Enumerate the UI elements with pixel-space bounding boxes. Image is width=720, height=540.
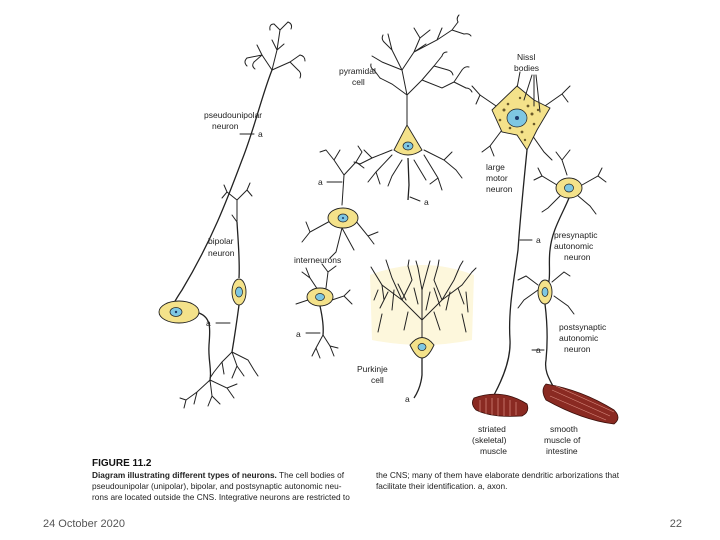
caption-line-1-rest: The cell bodies of — [277, 470, 345, 480]
postsynaptic-autonomic-neuron — [517, 271, 575, 389]
label-postsynaptic-3: neuron — [564, 344, 591, 354]
purkinje-cell — [370, 259, 477, 399]
smooth-muscle — [542, 383, 619, 425]
neuron-types-figure: pseudounipolar neuron a bipolar neuron a… — [62, 0, 682, 506]
pyramidal-cell — [353, 14, 473, 201]
label-postsynaptic-1: postsynaptic — [559, 322, 607, 332]
label-smooth-2: muscle of — [544, 435, 581, 445]
label-pseudounipolar-2: neuron — [212, 121, 239, 131]
interneuron-upper — [301, 145, 379, 259]
label-smooth-3: intestine — [546, 446, 578, 456]
caption-line-5: facilitate their identification. a, axon… — [376, 481, 507, 491]
label-bipolar-2: neuron — [208, 248, 235, 258]
label-presynaptic-2: autonomic — [554, 241, 594, 251]
label-interneurons: interneurons — [294, 255, 341, 265]
label-bipolar-1: bipolar — [208, 236, 234, 246]
label-axon-interneuron-lower: a — [296, 329, 301, 339]
label-axon-pseudounipolar: a — [258, 129, 263, 139]
pseudounipolar-neuron — [158, 21, 306, 409]
label-presynaptic-1: presynaptic — [554, 230, 598, 240]
striated-muscle — [472, 393, 529, 417]
label-pyramidal-2: cell — [352, 77, 365, 87]
label-axon-bipolar: a — [206, 318, 211, 328]
label-postsynaptic-2: autonomic — [559, 333, 599, 343]
label-large-motor-3: neuron — [486, 184, 513, 194]
label-pyramidal-1: pyramidal — [339, 66, 376, 76]
caption-line-2: pseudounipolar (unipolar), bipolar, and … — [92, 481, 342, 491]
label-presynaptic-3: neuron — [564, 252, 591, 262]
bipolar-neuron — [209, 182, 259, 379]
label-nissl-1: Nissl — [517, 52, 536, 62]
slide-page-number: 22 — [669, 518, 682, 530]
label-smooth-1: smooth — [550, 424, 578, 434]
label-large-motor-1: large — [486, 162, 505, 172]
label-axon-motor: a — [536, 235, 541, 245]
large-motor-neuron — [471, 71, 571, 396]
label-axon-interneuron: a — [318, 177, 323, 187]
label-purkinje-2: cell — [371, 375, 384, 385]
label-purkinje-1: Purkinje — [357, 364, 388, 374]
presynaptic-autonomic-neuron — [533, 149, 607, 291]
label-axon-postsynaptic: a — [536, 345, 541, 355]
label-pseudounipolar-1: pseudounipolar — [204, 110, 262, 120]
label-striated-3: muscle — [480, 446, 507, 456]
label-axon-purkinje: a — [405, 394, 410, 404]
interneuron-lower — [295, 263, 353, 359]
label-large-motor-2: motor — [486, 173, 508, 183]
caption-line-3: rons are located outside the CNS. Integr… — [92, 492, 350, 502]
label-striated-2: (skeletal) — [472, 435, 507, 445]
caption-bold-lead: Diagram illustrating different types of … — [92, 470, 277, 480]
slide-date: 24 October 2020 — [43, 518, 125, 530]
caption-title: FIGURE 11.2 — [92, 458, 152, 469]
caption-line-4: the CNS; many of them have elaborate den… — [376, 470, 620, 480]
caption-line-1: Diagram illustrating different types of … — [92, 470, 345, 480]
label-striated-1: striated — [478, 424, 506, 434]
label-axon-pyramidal: a — [424, 197, 429, 207]
label-nissl-2: bodies — [514, 63, 539, 73]
